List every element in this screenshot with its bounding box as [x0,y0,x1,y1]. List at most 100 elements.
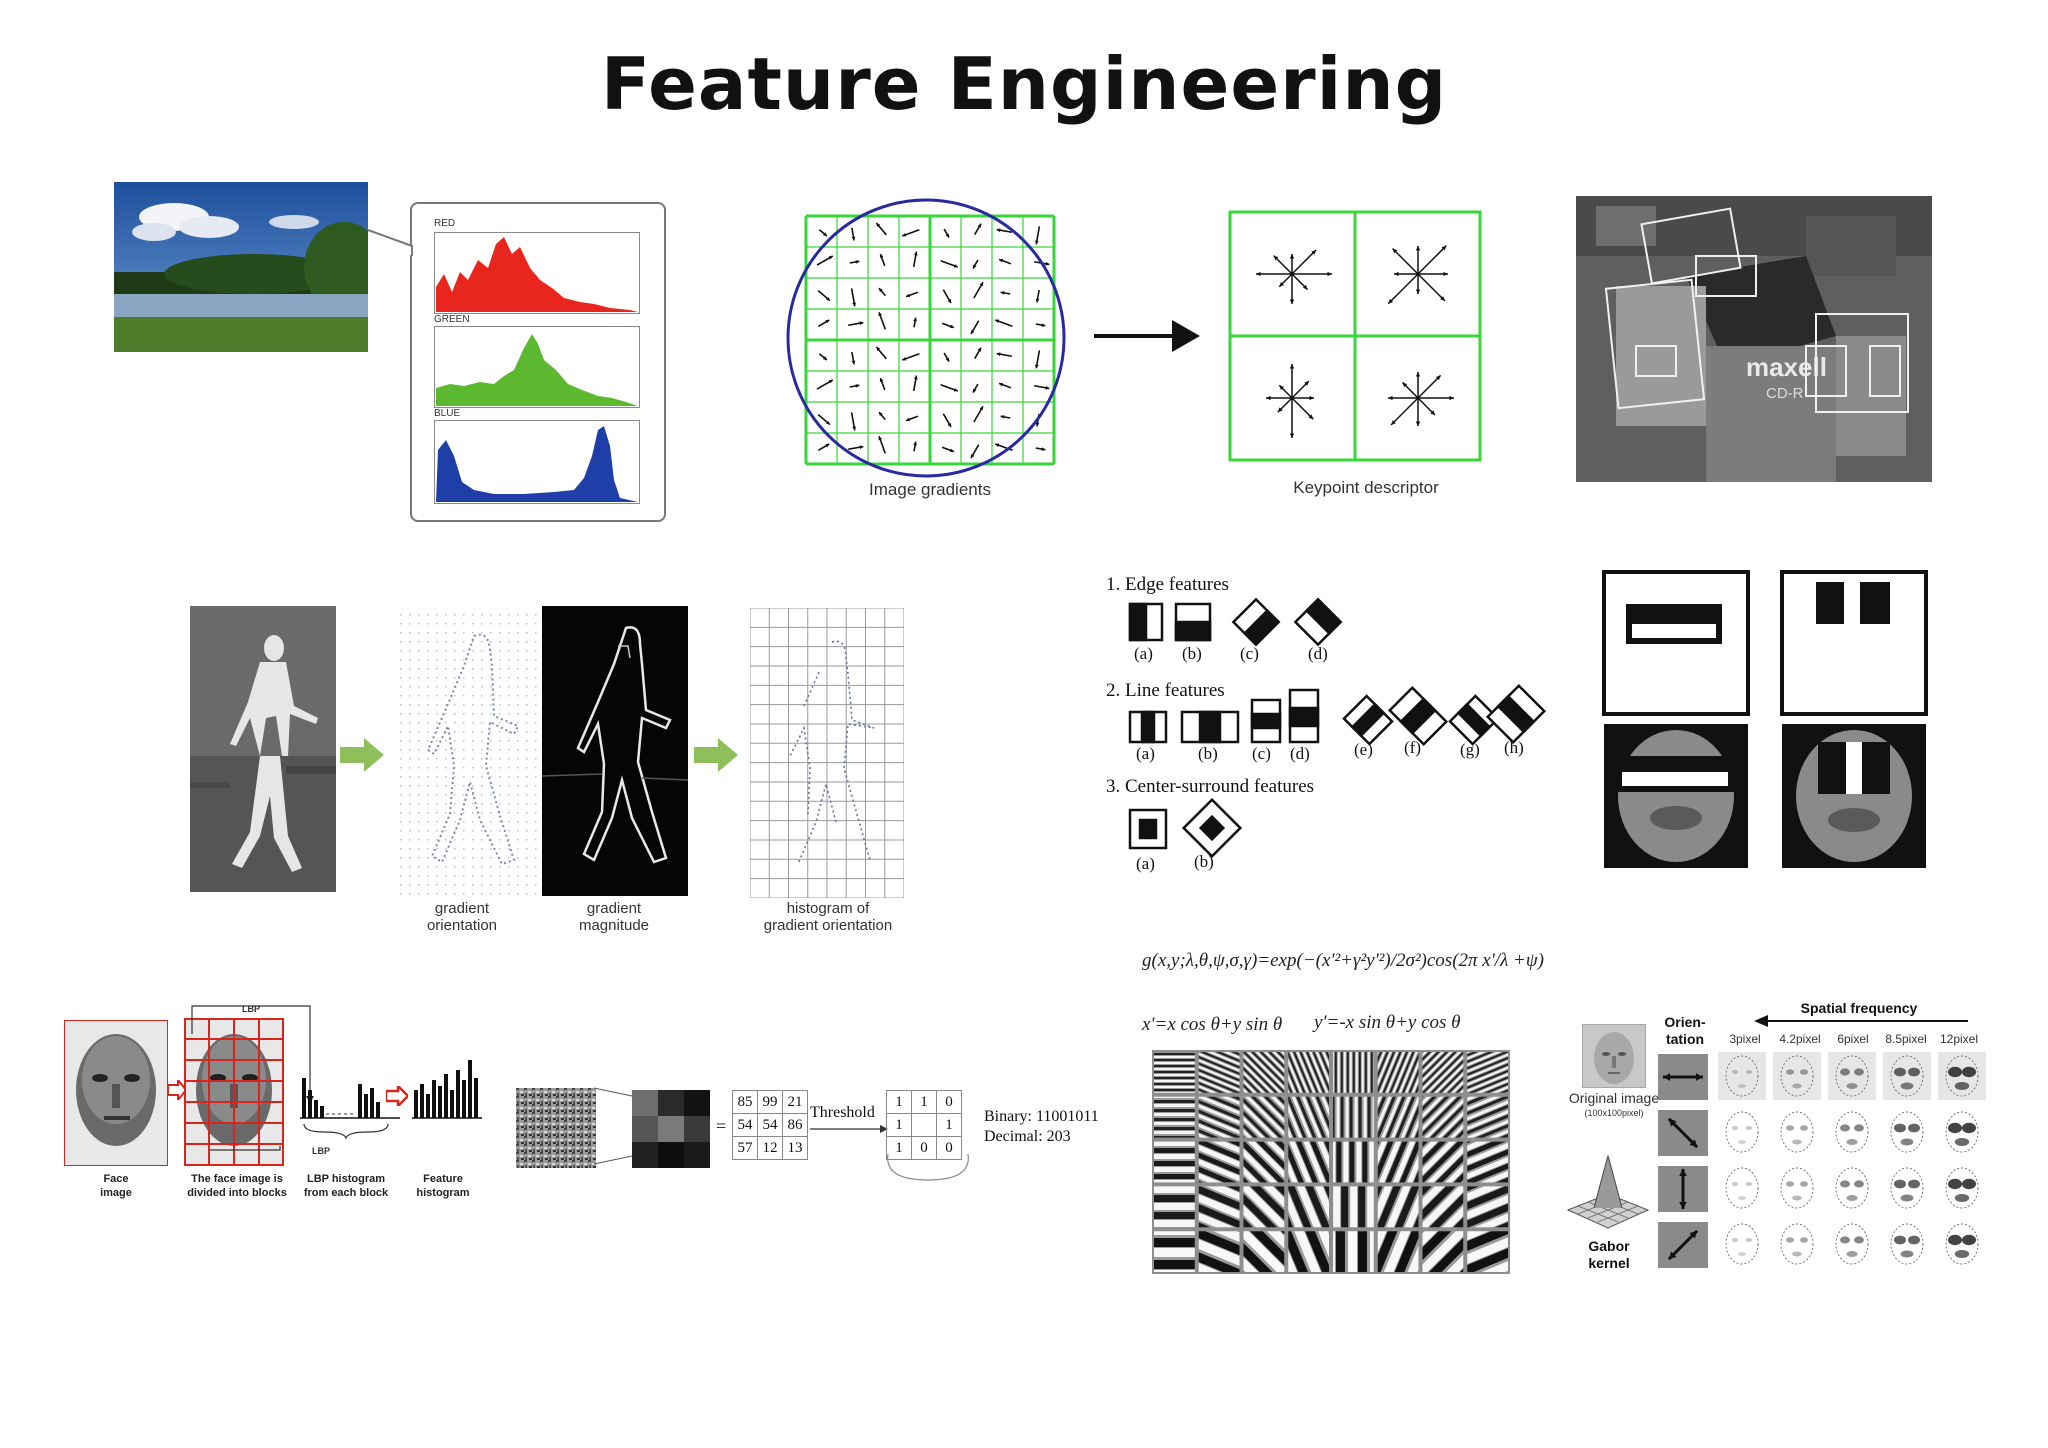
gabor-response-cell [1835,1223,1869,1265]
green-histogram-area [436,334,638,406]
freq-label-4: 8.5pixel [1885,1032,1927,1046]
gabor-filter-cell [1377,1186,1419,1228]
center-label-b: (b) [1194,852,1214,871]
orientation-label: Orien- tation [1664,1014,1706,1047]
gabor-filter-cell [1377,1231,1419,1272]
decimal-text: Decimal: 203 [984,1128,1071,1145]
gabor-response-cell [1945,1167,1979,1209]
grayscale-grid [632,1090,710,1168]
gabor-response-grid [1658,1052,1986,1268]
haar-face-examples [1602,570,1928,868]
line-label-a: (a) [1136,744,1155,763]
center-label-a: (a) [1136,854,1155,873]
hog-arrow-1 [340,738,384,772]
binary-cell: 1 [886,1113,912,1137]
face-image-caption: Face image [100,1173,132,1199]
svg-text:CD-R: CD-R [1766,385,1804,402]
feature-histogram-caption: Feature histogram [416,1173,470,1199]
gabor-filter-cell [1333,1186,1374,1228]
binary-loop-arrow [887,1153,969,1181]
grid-cell: 12 [757,1136,783,1160]
edge-label-b: (b) [1182,644,1202,663]
feature-histogram [412,1060,482,1119]
gabor-filter-cell [1422,1186,1464,1228]
hog-histogram-grid [750,608,904,898]
callout-pointer [368,229,413,256]
face-photo-2 [1782,724,1926,868]
gabor-response-cell [1780,1223,1814,1265]
gabor-filter-cell [1467,1052,1508,1093]
green-label: GREEN [434,314,470,325]
freq-label-2: 4.2pixel [1779,1032,1821,1046]
black-object [1686,256,1836,366]
gradient-magnitude-caption: gradient magnitude [578,900,650,934]
magnitude-outline [576,626,672,864]
gabor-filter-cell [1422,1141,1464,1183]
gabor-filter-cell [1198,1186,1240,1228]
divided-face-caption: The face image is divided into blocks [187,1173,287,1199]
line-label-h: (h) [1504,738,1524,757]
gabor-response-cell [1835,1111,1869,1153]
freq-label-1: 3pixel [1729,1032,1761,1046]
binary-cell [911,1113,937,1137]
binary-cell: 1 [886,1090,912,1114]
center-surround-title: 3. Center-surround features [1106,776,1315,797]
grid-cell: 57 [732,1136,758,1160]
divided-face [184,1018,284,1166]
grid-cell: 86 [782,1113,808,1137]
hog-arrow-2 [694,738,738,772]
gabor-filter-cell [1333,1052,1374,1093]
hog-histogram-caption: histogram of gradient orientation [763,900,893,934]
binary-cell: 1 [936,1113,962,1137]
gabor-filter-cell [1333,1141,1374,1183]
line-label-f: (f) [1404,738,1421,757]
lbp-tag-top: LBP [242,1004,260,1014]
red-histogram [434,232,640,314]
red-label: RED [434,218,456,229]
gabor-response-cell [1780,1167,1814,1209]
edge-features-title: 1. Edge features [1106,574,1229,595]
freq-label-3: 6pixel [1837,1032,1869,1046]
red-arrow-icon-1 [168,1080,186,1100]
blue-histogram [434,420,640,504]
descriptor-arrow [1291,397,1314,420]
gabor-filter-cell [1154,1141,1195,1183]
gabor-filter-cell [1198,1052,1240,1093]
grid-cell: 21 [782,1090,808,1114]
image-gradients-caption: Image gradients [869,480,991,499]
descriptor-arrow [1291,249,1317,275]
binary-cell: 0 [911,1136,937,1160]
gabor-response-cell [1945,1223,1979,1265]
gabor-filter-cell [1377,1141,1419,1183]
keypoint-descriptor-figure [1228,210,1482,462]
grid-cell: 54 [757,1113,783,1137]
binary-cell: 0 [936,1090,962,1114]
descriptor-arrow [1417,273,1446,302]
gabor-filter-cell [1154,1096,1195,1138]
gabor-filter-cell [1154,1231,1195,1272]
gabor-response-cell [1945,1111,1979,1153]
gaussian-window-circle [786,198,1066,478]
y-prime-formula: y'=-x sin θ+y cos θ [1314,1012,1461,1033]
gabor-filter-cell [1467,1141,1508,1183]
blue-label: BLUE [434,408,461,419]
orientation-icon [1658,1110,1708,1156]
gabor-response-cell [1890,1223,1924,1265]
keypoint-descriptor-caption: Keypoint descriptor [1293,478,1439,497]
gabor-filter-cell [1154,1186,1195,1228]
image-gradients-figure [786,198,1066,478]
threshold-arrow [810,1125,888,1133]
gabor-response-cell [1773,1052,1821,1100]
face-photo-1 [1604,724,1748,868]
gabor-filter-cell [1422,1231,1464,1272]
gabor-filter-cell [1288,1141,1329,1183]
spatial-frequency-arrow [1754,1015,1968,1027]
descriptor-grid [1228,210,1482,462]
pedestrian-silhouette [230,635,318,872]
binary-cell: 0 [936,1136,962,1160]
gabor-filter-cell [1198,1141,1240,1183]
green-histogram [434,326,640,408]
original-size-label: (100x100pixel) [1584,1108,1644,1118]
